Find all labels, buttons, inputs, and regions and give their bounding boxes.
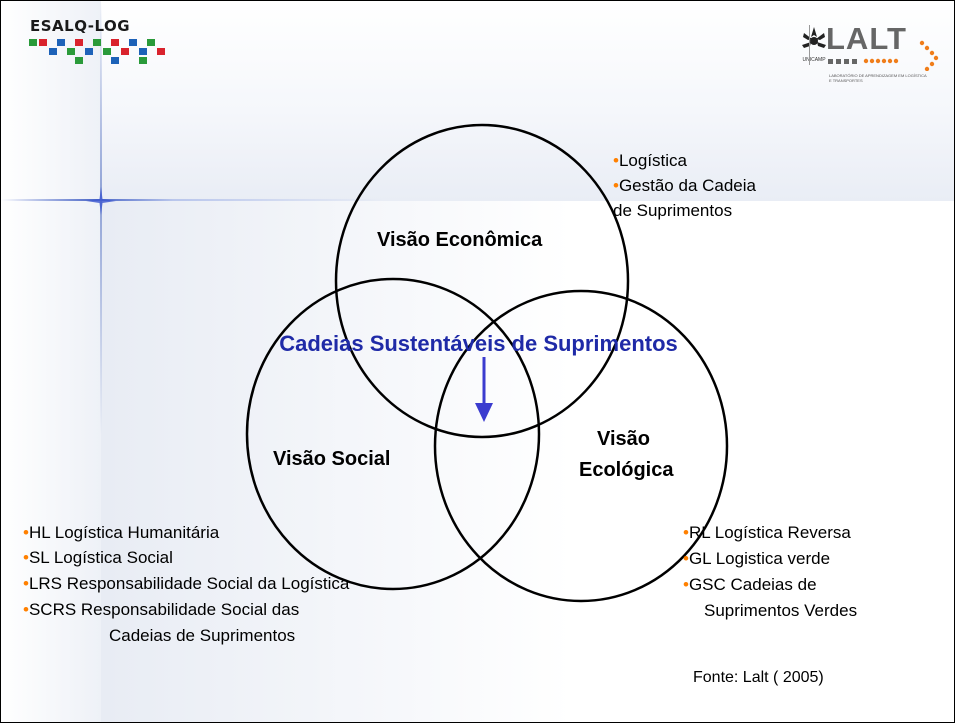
label-visao-ecologica-line2: Ecológica [579, 459, 674, 481]
background-fade [101, 201, 954, 722]
list-item: de Suprimentos [613, 201, 733, 220]
list-item: •GSC Cadeias de [683, 575, 817, 594]
esalq-log-logo-mosaic [29, 39, 165, 64]
circle-ecological [433, 289, 729, 603]
list-item: •RL Logística Reversa [683, 523, 851, 542]
source-citation: Fonte: Lalt ( 2005) [693, 669, 824, 686]
circle-economic [334, 123, 630, 439]
list-item: Cadeias de Suprimentos [109, 626, 296, 645]
decorative-horizontal-line [1, 199, 954, 201]
background-top [1, 1, 954, 201]
list-item: •HL Logística Humanitária [23, 523, 220, 542]
esalq-log-logo-text: ESALQ-LOG [30, 17, 131, 35]
background-left [1, 1, 101, 722]
sparkle-icon [86, 187, 116, 215]
lalt-logo-text: LALT [826, 21, 907, 56]
lalt-arrow-icon [828, 40, 939, 71]
center-title: Cadeias Sustentáveis de Suprimentos [279, 331, 678, 356]
list-item: •Gestão da Cadeia [613, 176, 756, 195]
unicamp-logo: UNICAMP [794, 23, 834, 73]
unicamp-logo-text: UNICAMP [802, 57, 826, 63]
logo-separator [809, 25, 810, 65]
list-item: •SL Logística Social [23, 548, 173, 567]
circle-social [245, 277, 541, 591]
lalt-logo-subtitle: LABORATÓRIO DE APRENDIZAGEM EM LOGÍSTICA… [829, 73, 927, 83]
list-item: Suprimentos Verdes [704, 601, 858, 620]
label-visao-ecologica-line1: Visão [597, 428, 650, 450]
list-item: •GL Logistica verde [683, 549, 831, 568]
label-visao-social: Visão Social [273, 448, 391, 470]
label-visao-economica: Visão Econômica [377, 229, 543, 251]
list-item: •SCRS Responsabilidade Social das [23, 600, 300, 619]
lalt-logo: LALT LABORATÓRIO DE APRENDIZAGEM EM LOGÍ… [826, 23, 946, 83]
decorative-vertical-line [100, 1, 102, 722]
list-item: •LRS Responsabilidade Social da Logístic… [23, 574, 350, 593]
unicamp-emblem-icon [802, 27, 826, 48]
list-item: •Logística [613, 151, 687, 170]
arrow-head [475, 403, 493, 422]
esalq-log-logo: ESALQ-LOG [27, 17, 167, 67]
